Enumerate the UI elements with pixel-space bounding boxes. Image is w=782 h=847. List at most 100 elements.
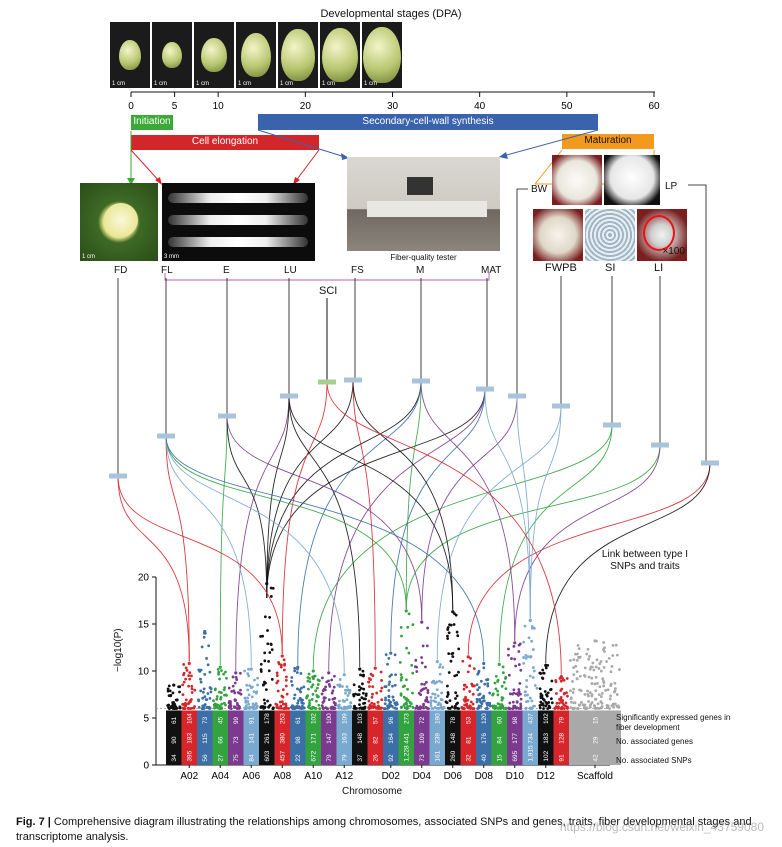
snp-point (344, 691, 347, 695)
snp-point (455, 702, 458, 706)
snp-point (415, 670, 419, 673)
expressed-count: 103 (357, 713, 364, 724)
snp-point (173, 707, 176, 710)
snp-point (519, 668, 523, 672)
elongation-bar (131, 135, 319, 150)
snp-point (201, 696, 205, 700)
chromosome-band-a06 (243, 710, 259, 765)
snp-point (182, 680, 186, 684)
snp-point (316, 678, 320, 682)
snp-point (238, 671, 242, 675)
snp-point (544, 666, 548, 670)
snp-point (362, 687, 366, 691)
chromosome-band-a08 (274, 710, 290, 765)
snp-point (383, 702, 387, 706)
snp-trait-link (165, 435, 345, 673)
fiber-scale-label: 3 mm (164, 254, 179, 260)
snp-point (293, 693, 297, 697)
snp-point (224, 703, 227, 707)
snp-point (572, 706, 576, 710)
snp-point (519, 704, 523, 708)
snp-point (530, 639, 534, 643)
snp-point (387, 657, 391, 660)
snp-point (361, 682, 364, 686)
secondary-label: Secondary-cell-wall synthesis (362, 116, 494, 127)
snp-point (322, 707, 325, 710)
snp-point (468, 664, 472, 668)
trait-node-li (651, 442, 669, 448)
snp-point (203, 672, 207, 676)
snp-point (389, 700, 393, 704)
snp-point (593, 682, 597, 686)
snp-point (300, 686, 303, 690)
snp-point (300, 704, 304, 708)
snp-point (508, 701, 512, 705)
snp-point (421, 644, 425, 648)
snp-point (253, 678, 256, 682)
snp-point (484, 707, 488, 710)
snp-point (574, 664, 578, 668)
snp-point (403, 684, 406, 688)
trait-node-lu (280, 393, 298, 399)
snp-point (541, 668, 545, 672)
snp-point (177, 685, 180, 689)
snp-peak-point (482, 661, 486, 666)
snp-point (188, 677, 192, 681)
snp-point (285, 675, 288, 679)
snp-point (283, 662, 287, 666)
snp-peak-point (249, 667, 253, 671)
snp-point (252, 707, 256, 710)
stages-title: Developmental stages (DPA) (320, 8, 462, 20)
snp-point (227, 686, 231, 690)
snp-point (352, 683, 356, 687)
snp-point (233, 698, 237, 701)
snp-point (609, 670, 613, 674)
snp-point (525, 679, 529, 682)
snp-point (518, 681, 522, 685)
snp-point (222, 688, 226, 692)
snp-count: 84 (249, 754, 256, 762)
snp-trait-link (390, 388, 486, 652)
trait-stems (117, 184, 710, 476)
snp-point (327, 679, 330, 683)
dpa-tick-label: 0 (128, 101, 134, 112)
snp-peak-point (172, 683, 176, 687)
snp-point (594, 675, 598, 679)
snp-point (461, 659, 465, 663)
snp-point (228, 706, 232, 710)
snp-trait-link (281, 381, 328, 654)
snp-point (438, 665, 442, 669)
snp-point (614, 687, 617, 691)
snp-point (376, 700, 380, 704)
snp-point (225, 676, 228, 680)
snp-peak-point (451, 610, 455, 614)
snp-point (178, 690, 181, 694)
snp-point (247, 667, 250, 671)
snp-point (384, 685, 388, 688)
snp-point (370, 695, 374, 699)
link-legend-line2: SNPs and traits (610, 561, 680, 572)
snp-point (404, 701, 408, 705)
snp-point (565, 691, 568, 695)
initiation-bar (131, 115, 173, 130)
snp-point (182, 671, 186, 675)
snp-point (538, 687, 542, 691)
snp-point (199, 680, 203, 684)
snp-point (494, 687, 498, 691)
snp-point (440, 691, 444, 695)
gene-count: 734 (528, 733, 535, 744)
li-magnification-label: ×100 (662, 246, 685, 257)
snp-point (348, 689, 352, 692)
snp-point (246, 688, 250, 692)
snp-point (246, 672, 250, 676)
trait-lu: LU (284, 265, 297, 276)
snp-trait-link (352, 379, 454, 610)
snp-point (208, 670, 212, 674)
initiation-arrowhead (127, 178, 135, 185)
snp-point (345, 685, 349, 689)
snp-point (530, 699, 534, 703)
snp-point (308, 701, 311, 705)
snp-point (309, 707, 313, 710)
snp-point (433, 693, 437, 696)
